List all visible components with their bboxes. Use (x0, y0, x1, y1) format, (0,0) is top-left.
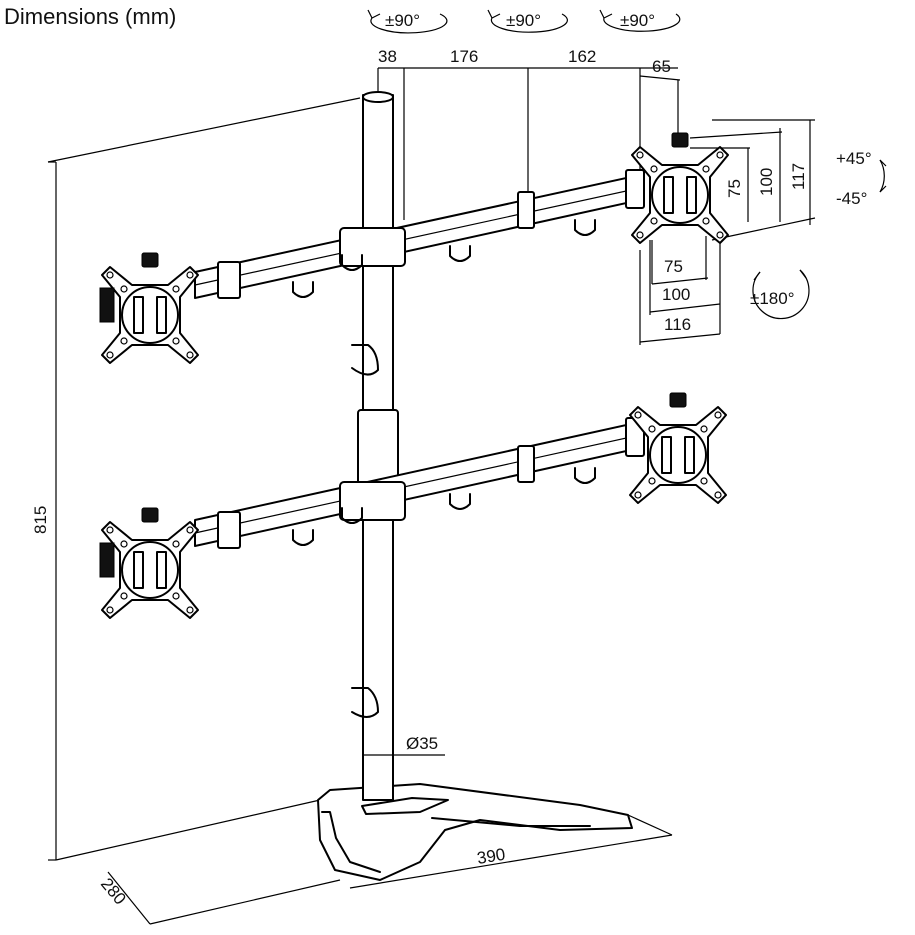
dim-vesa-h-75: 75 (725, 179, 744, 198)
rotation-arc-3 (599, 9, 681, 32)
dim-height-815: 815 (31, 506, 50, 534)
depth-dim-line (107, 871, 151, 925)
vesa-plate-bottom-left (101, 507, 199, 619)
cable-clip-upper (351, 344, 379, 376)
floor-line (55, 799, 321, 861)
dim-base-depth-280: 280 (97, 874, 130, 908)
arm-rotation-label-2: ±90° (506, 11, 541, 30)
dim-plate-h-117: 117 (789, 163, 808, 190)
dim-vesa-w-75: 75 (664, 257, 683, 276)
dim-vesa-h-100: 100 (757, 168, 776, 196)
vesa-plate-top-right (631, 132, 729, 244)
tilt-up-label: +45° (836, 149, 872, 168)
arm-rotation-label-3: ±90° (620, 11, 655, 30)
width-dim-line (349, 834, 673, 889)
dim-vesa-w-100: 100 (662, 285, 690, 304)
cable-clip-lower (351, 687, 379, 718)
rotate-180-arc (752, 269, 810, 320)
dim-base-width-390: 390 (476, 845, 507, 868)
lower-arm (194, 417, 645, 549)
diagram-title: Dimensions (mm) (4, 4, 176, 29)
tilt-arc (879, 159, 887, 193)
tilt-down-label: -45° (836, 189, 867, 208)
vesa-plate-top-left (101, 252, 199, 364)
rotation-arc-1 (367, 9, 448, 34)
upper-arm (194, 169, 645, 299)
dim-176: 176 (450, 47, 478, 66)
dim-162: 162 (568, 47, 596, 66)
dim-pole-diameter: Ø35 (406, 734, 438, 753)
wall-top-line (47, 97, 361, 163)
arm-rotation-label-1: ±90° (385, 11, 420, 30)
rotation-arc-2 (487, 9, 568, 33)
dim-38: 38 (378, 47, 397, 66)
dim-65: 65 (652, 57, 671, 76)
rotate-180-label: ±180° (750, 289, 795, 308)
dim-plate-w-116: 116 (664, 315, 691, 334)
